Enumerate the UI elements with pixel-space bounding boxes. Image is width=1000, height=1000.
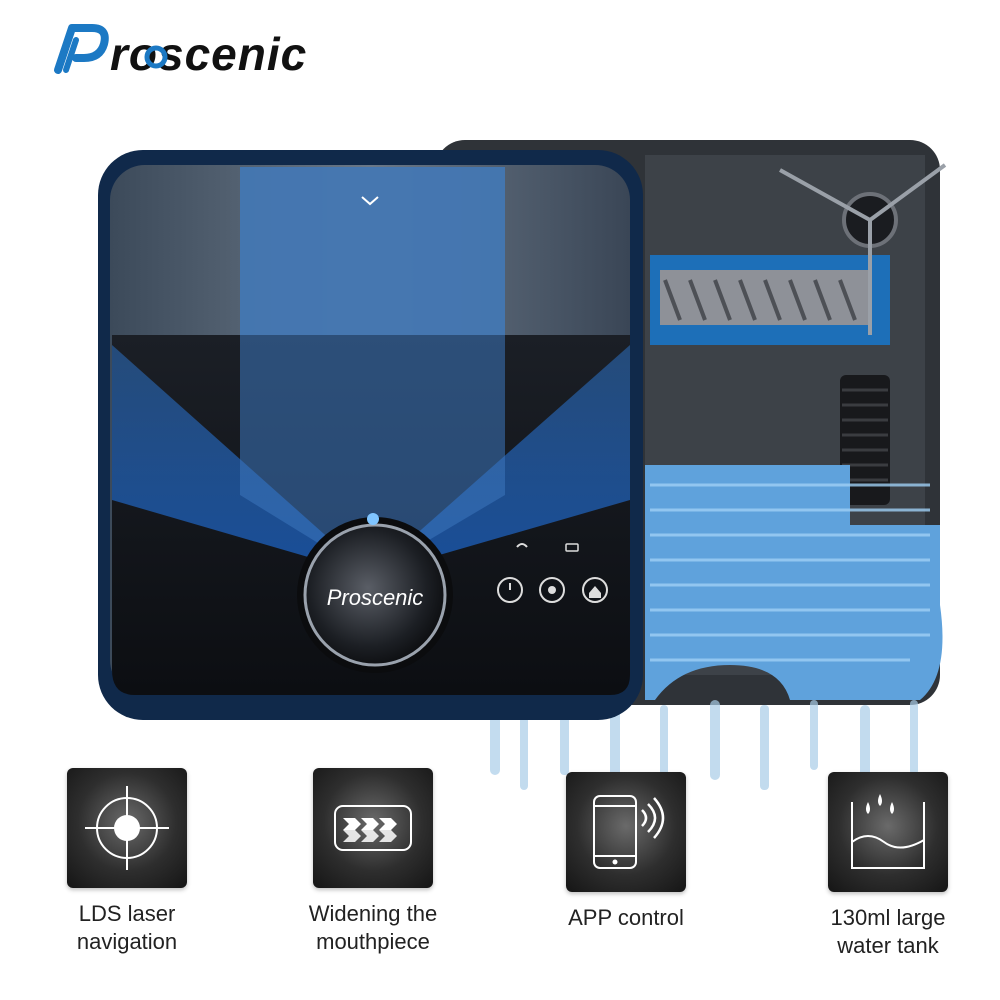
mop-pad bbox=[645, 465, 943, 700]
feature-water-tank: 130ml large water tank bbox=[798, 772, 978, 960]
phone-wifi-icon bbox=[566, 772, 686, 892]
widening-mouthpiece-icon bbox=[313, 768, 433, 888]
power-button bbox=[497, 577, 523, 603]
device-badge: Proscenic bbox=[327, 585, 424, 610]
feature-app-control: APP control bbox=[536, 772, 716, 932]
robot-underside bbox=[435, 140, 947, 790]
feature-lds-laser: LDS laser navigation bbox=[37, 768, 217, 956]
robot-top: Proscenic bbox=[98, 150, 643, 720]
robot-vacuum-image: Proscenic bbox=[98, 140, 947, 790]
feature-label: Widening the mouthpiece bbox=[308, 901, 438, 954]
feature-label: 130ml large water tank bbox=[830, 905, 946, 958]
feature-label: APP control bbox=[568, 905, 684, 930]
feature-label: LDS laser navigation bbox=[76, 901, 178, 954]
home-button bbox=[582, 577, 608, 603]
logo-p-mark bbox=[54, 24, 109, 74]
feature-mouthpiece: Widening the mouthpiece bbox=[283, 768, 463, 956]
logo-text: roscenic bbox=[110, 28, 307, 80]
laser-beam bbox=[112, 345, 630, 575]
proscenic-logo: roscenic bbox=[54, 24, 307, 80]
spot-button bbox=[539, 577, 565, 603]
lds-laser-target-icon bbox=[67, 768, 187, 888]
water-tank-icon bbox=[828, 772, 948, 892]
